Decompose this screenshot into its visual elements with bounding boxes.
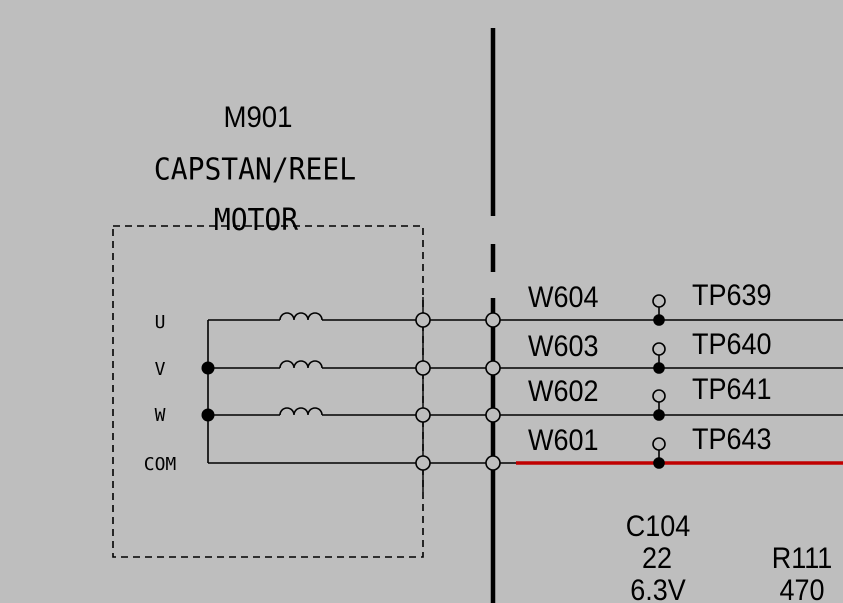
wire-label-w602: W602	[528, 375, 598, 409]
resistor-value-label: 470	[779, 574, 824, 603]
junction-dot-v	[201, 361, 215, 375]
motor-winding-network	[207, 312, 423, 464]
test-points	[652, 294, 666, 469]
motor-ref-label: M901	[223, 101, 292, 134]
resistor-ref-label: R111	[772, 542, 832, 576]
capacitor-ref-label: C104	[626, 510, 691, 544]
wire-label-w603: W603	[528, 330, 598, 364]
wire-label-w601: W601	[528, 424, 598, 458]
capacitor-value-label: 22	[642, 542, 672, 576]
pin-label-v: V	[155, 359, 166, 380]
testpoint-label-tp643: TP643	[692, 423, 771, 457]
junction-dot-w	[201, 408, 215, 422]
testpoint-label-tp640: TP640	[692, 328, 771, 362]
pin-label-com: COM	[144, 454, 177, 475]
motor-boundary-box	[112, 225, 424, 558]
capacitor-voltage-label: 6.3V	[630, 574, 686, 603]
testpoint-label-tp639: TP639	[692, 279, 771, 313]
motor-type-label: MOTOR	[214, 202, 299, 237]
pin-label-w: W	[155, 405, 166, 426]
motor-name-label: CAPSTAN/REEL	[154, 151, 356, 186]
motor-connector-terminals	[415, 312, 431, 471]
pin-label-u: U	[155, 312, 166, 333]
wire-label-w604: W604	[528, 281, 599, 315]
connector-wires	[423, 319, 843, 464]
testpoint-label-tp641: TP641	[692, 373, 771, 407]
board-connector-terminals	[485, 312, 501, 471]
